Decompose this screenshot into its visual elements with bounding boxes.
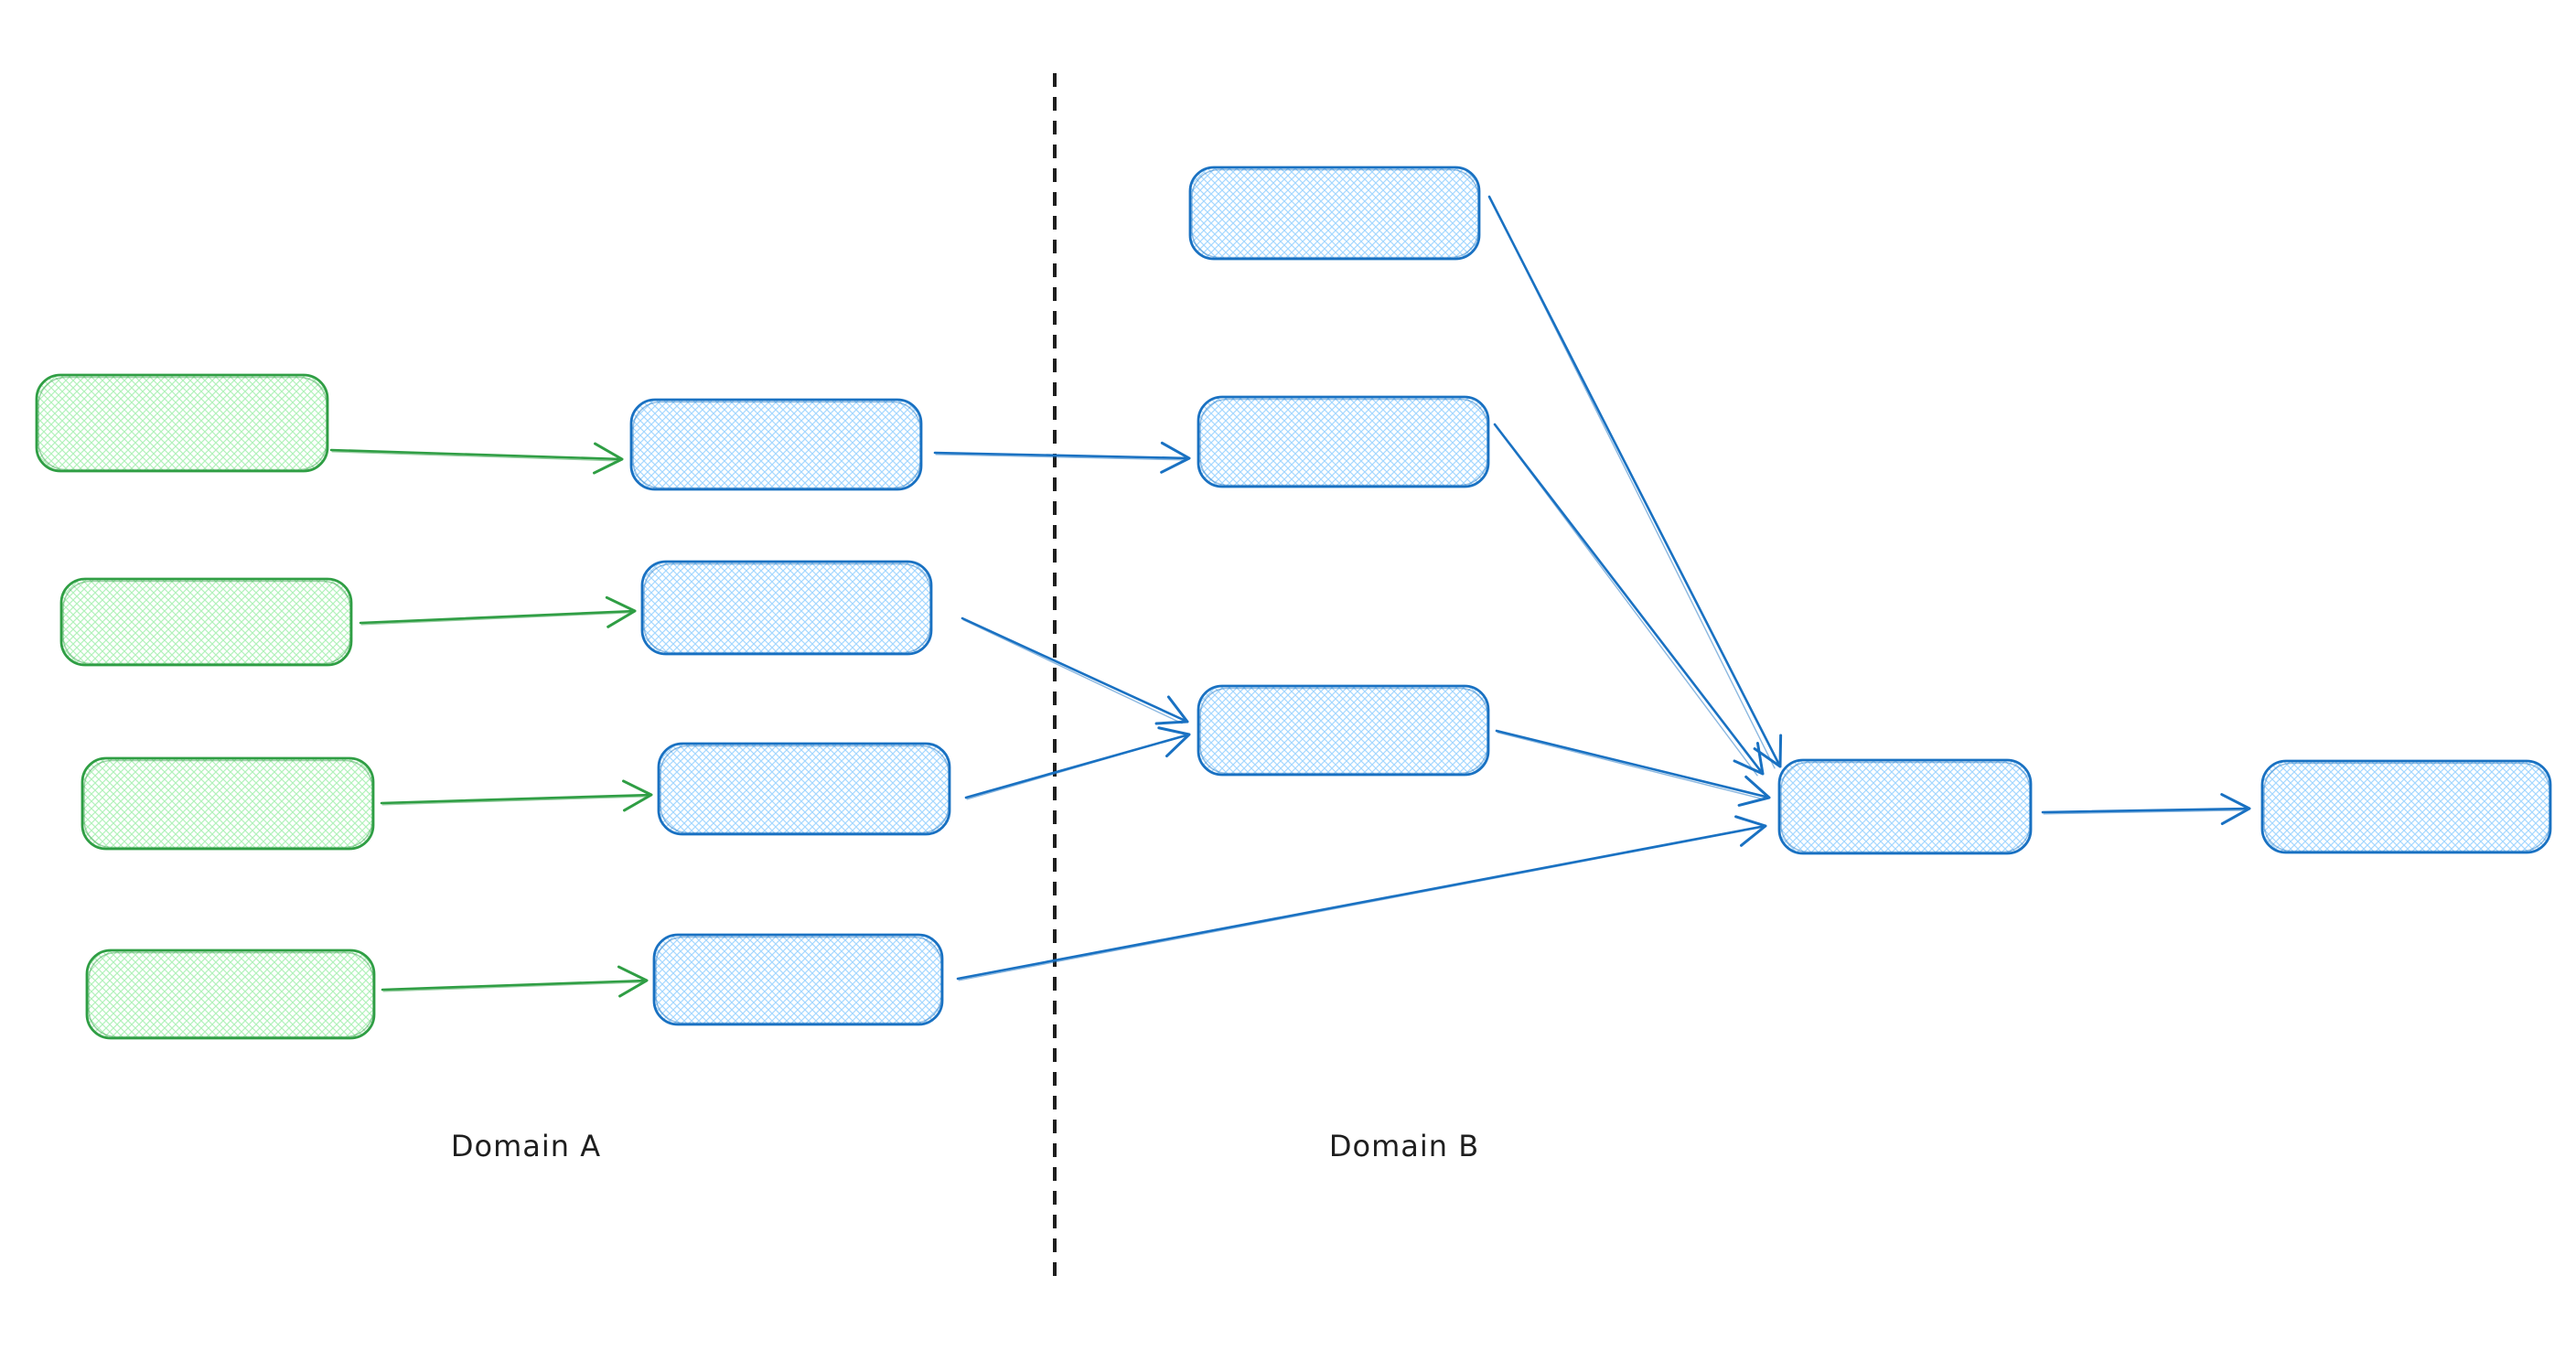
- node-process-a-4: [652, 933, 944, 1026]
- node-echo-input-3: [83, 759, 373, 849]
- node-input-3: [80, 756, 375, 851]
- node-output: [2260, 759, 2552, 854]
- edge-process-a-1-to-stage-b-2: [933, 441, 1191, 474]
- edges-layer: [329, 195, 2251, 998]
- node-echo-input-2: [62, 580, 351, 665]
- edge-echo-stage-b-3-to-aggregator: [1497, 732, 1765, 800]
- node-process-a-1: [629, 398, 923, 491]
- node-echo-input-1: [38, 376, 327, 471]
- node-echo-process-a-3: [660, 745, 950, 834]
- edge-process-a-2-to-stage-b-3: [961, 616, 1189, 725]
- node-aggregator: [1777, 758, 2033, 855]
- node-echo-input-4: [88, 951, 374, 1038]
- edge-echo-input-4-to-process-a-4: [382, 981, 642, 992]
- node-echo-process-a-1: [632, 401, 921, 489]
- node-echo-process-a-2: [643, 563, 931, 654]
- edge-input-1-to-process-a-1: [329, 442, 624, 475]
- edge-echo-aggregator-to-output: [2043, 809, 2245, 815]
- edge-aggregator-to-output: [2041, 793, 2251, 826]
- node-process-a-2: [640, 560, 933, 656]
- node-input-4: [85, 949, 376, 1040]
- domain-b-label: Domain B: [1329, 1129, 1479, 1163]
- edge-stage-b-1-to-aggregator: [1487, 195, 1783, 768]
- edge-echo-input-1-to-process-a-1: [331, 451, 617, 462]
- domain-a-label: Domain A: [451, 1129, 601, 1163]
- edge-process-a-4-to-aggregator: [956, 815, 1767, 981]
- nodes-layer: [35, 166, 2552, 1040]
- edge-input-2-to-process-a-2: [359, 595, 637, 628]
- node-echo-stage-b-3: [1199, 687, 1488, 775]
- node-echo-aggregator: [1780, 761, 2031, 853]
- edge-stage-b-3-to-aggregator: [1495, 729, 1771, 807]
- edge-input-3-to-process-a-3: [380, 779, 653, 812]
- edge-echo-process-a-1-to-stage-b-2: [935, 454, 1185, 461]
- edge-input-4-to-process-a-4: [381, 965, 649, 998]
- node-stage-b-3: [1197, 684, 1490, 777]
- node-echo-stage-b-1: [1191, 168, 1479, 259]
- node-process-a-3: [657, 742, 951, 836]
- node-stage-b-1: [1188, 166, 1481, 261]
- edge-echo-process-a-2-to-stage-b-3: [962, 619, 1183, 724]
- edge-process-a-3-to-stage-b-3: [964, 726, 1191, 799]
- edge-echo-input-3-to-process-a-3: [381, 796, 647, 806]
- node-echo-stage-b-2: [1199, 398, 1488, 487]
- node-input-1: [35, 373, 329, 473]
- edge-stage-b-2-to-aggregator: [1493, 423, 1765, 776]
- edge-echo-input-2-to-process-a-2: [360, 612, 630, 626]
- node-echo-process-a-4: [655, 936, 942, 1024]
- node-stage-b-2: [1197, 395, 1490, 488]
- node-input-2: [59, 577, 353, 667]
- node-echo-output: [2263, 762, 2550, 852]
